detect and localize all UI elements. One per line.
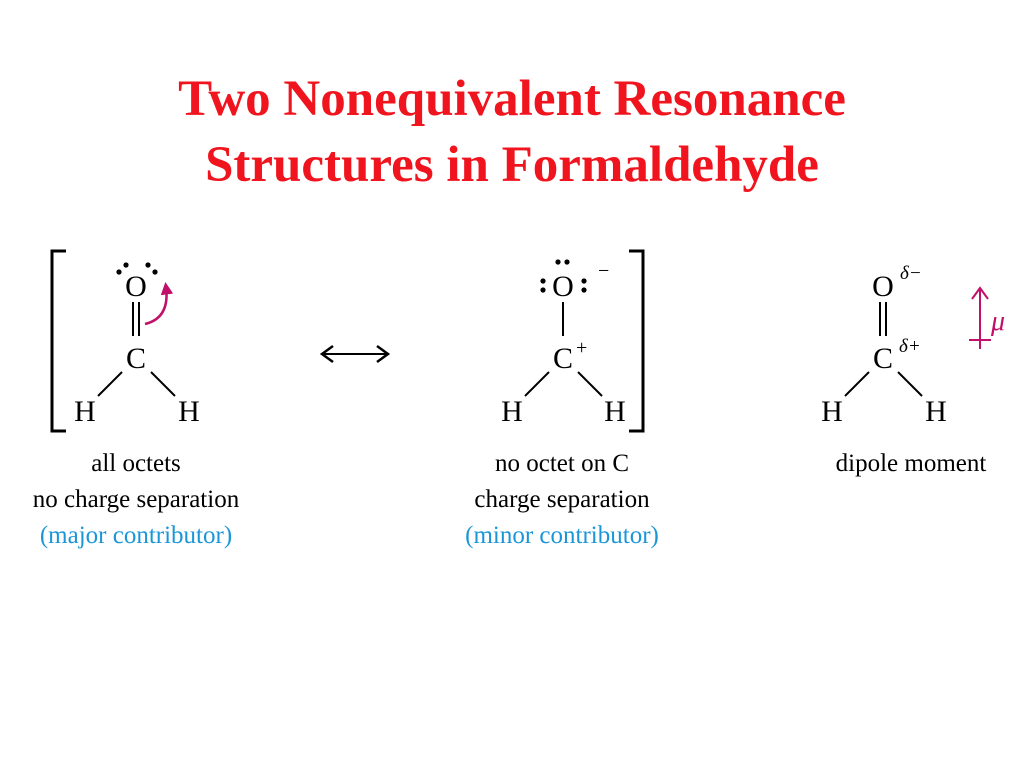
contributor-note: (major contributor) <box>39 522 233 549</box>
curved-arrow-icon <box>144 282 174 326</box>
charge-negative: − <box>598 260 609 282</box>
structure-major: O C H H <box>50 249 200 433</box>
atom-C: C <box>873 342 893 375</box>
atom-O: O <box>552 270 574 303</box>
slide-title: Two Nonequivalent Resonance Structures i… <box>0 66 1024 198</box>
atom-H-right: H <box>178 395 200 428</box>
title-line-2: Structures in Formaldehyde <box>205 137 819 193</box>
caption-line: charge separation <box>474 486 650 513</box>
caption-major: all octets no charge separation (major c… <box>0 446 272 554</box>
right-bracket <box>629 249 645 433</box>
caption-dipole: dipole moment <box>800 446 1022 482</box>
atom-H-right: H <box>604 395 626 428</box>
atom-H-left: H <box>74 395 96 428</box>
atom-O: O <box>872 270 894 303</box>
dipole-arrow-icon <box>969 286 991 349</box>
partial-charge-positive: δ+ <box>899 336 921 357</box>
structure-dipole: O δ− C δ+ H H μ <box>821 263 1005 428</box>
dipole-symbol: μ <box>990 306 1005 337</box>
caption-minor: no octet on C charge separation (minor c… <box>424 446 700 554</box>
lone-pair-dots <box>540 259 587 293</box>
atom-O: O <box>125 270 147 303</box>
charge-positive: + <box>576 337 587 359</box>
title-line-1: Two Nonequivalent Resonance <box>178 71 846 127</box>
caption-line: no octet on C <box>494 450 629 477</box>
left-bracket <box>50 249 66 433</box>
contributor-note: (minor contributor) <box>465 522 659 549</box>
caption-line: no charge separation <box>32 486 240 513</box>
atom-C: C <box>126 342 146 375</box>
resonance-arrow-icon <box>319 344 391 364</box>
atom-C: C <box>553 342 573 375</box>
lone-pair-dots <box>116 262 158 275</box>
partial-charge-negative: δ− <box>900 263 922 284</box>
caption-line: dipole moment <box>835 450 987 477</box>
caption-line: all octets <box>91 450 181 477</box>
atom-H-left: H <box>501 395 523 428</box>
structure-minor: O − C + H H <box>501 249 645 433</box>
atom-H-right: H <box>925 395 947 428</box>
atom-H-left: H <box>821 395 843 428</box>
